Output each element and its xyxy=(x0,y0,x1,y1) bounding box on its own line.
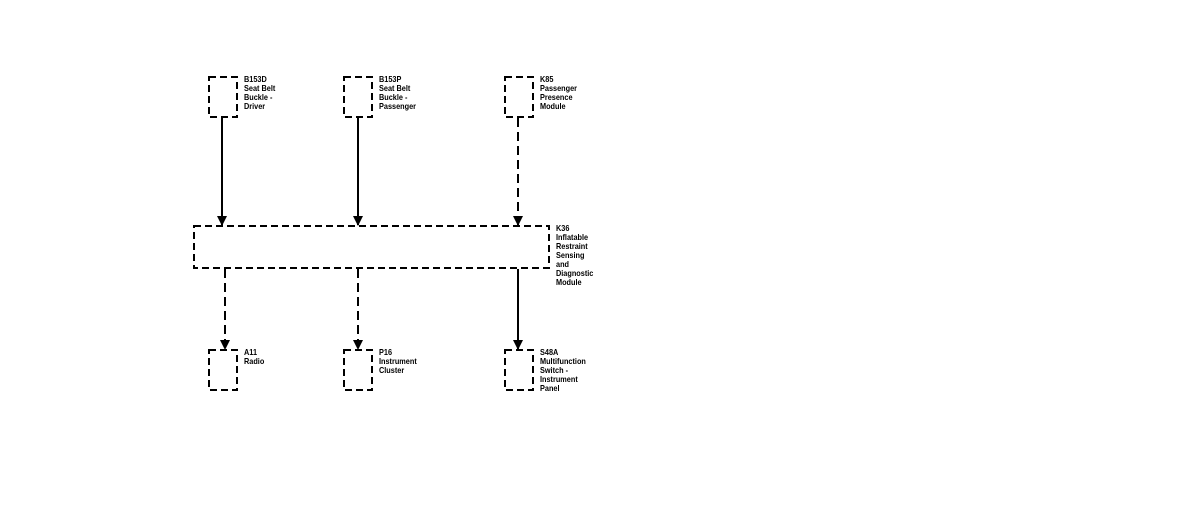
b153d-label: B153D Seat Belt Buckle - Driver xyxy=(244,74,276,111)
b153p-box xyxy=(343,76,373,118)
k36-box xyxy=(193,225,550,269)
a11-box xyxy=(208,349,238,391)
s48a-box xyxy=(504,349,534,391)
k85-box xyxy=(504,76,534,118)
p16-box xyxy=(343,349,373,391)
k85-label: K85 Passenger Presence Module xyxy=(540,74,577,111)
a11-label: A11 Radio xyxy=(244,347,265,366)
s48a-label: S48A Multifunction Switch - Instrument P… xyxy=(540,347,586,393)
p16-label: P16 Instrument Cluster xyxy=(379,347,417,375)
k36-label: K36 Inflatable Restraint Sensing and Dia… xyxy=(556,223,594,287)
b153d-box xyxy=(208,76,238,118)
b153p-label: B153P Seat Belt Buckle - Passenger xyxy=(379,74,416,111)
